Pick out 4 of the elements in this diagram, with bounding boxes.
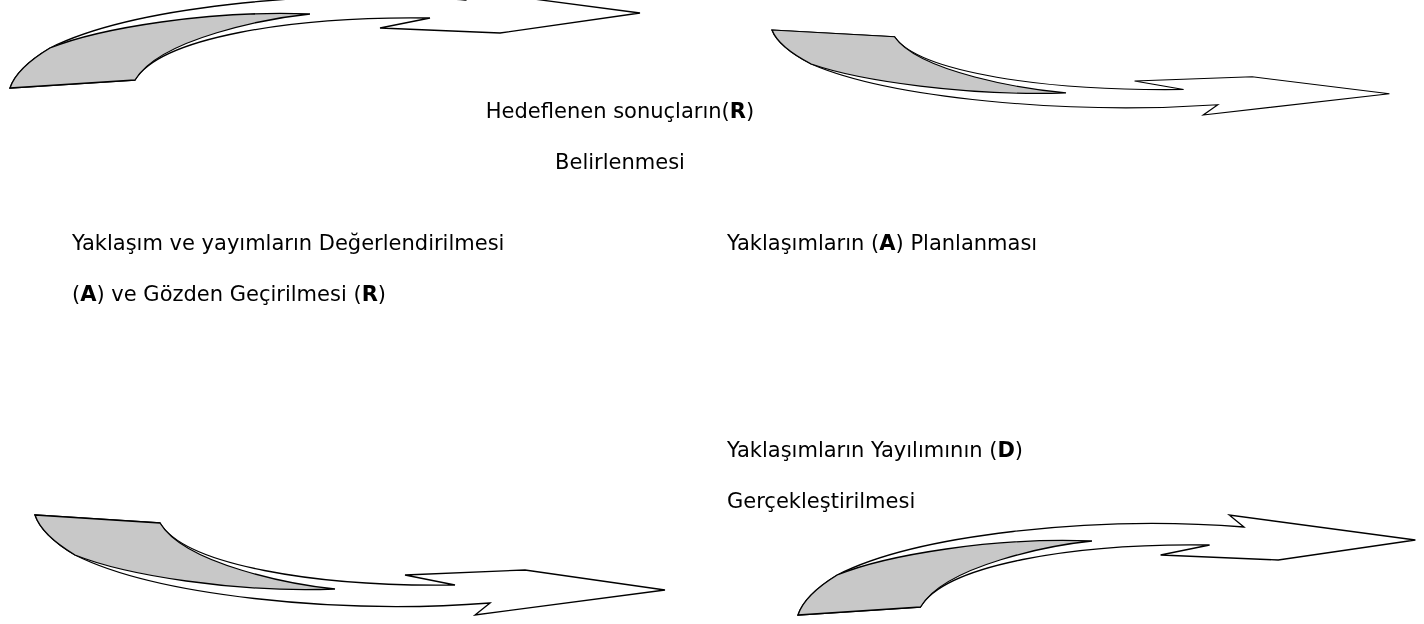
step-label: Hedeflenen sonuçların(R) Belirlenmesi bbox=[484, 98, 756, 176]
step-label: Yaklaşımların Yayılımının (D) Gerçekleştirilmesi bbox=[727, 437, 1025, 515]
step-label: Yaklaşım ve yayımların Değerlendirilmesi (A) ve Gözden Geçirilmesi (R) bbox=[72, 230, 506, 308]
step-label: Yaklaşımların (A) Planlanması bbox=[727, 230, 1039, 257]
